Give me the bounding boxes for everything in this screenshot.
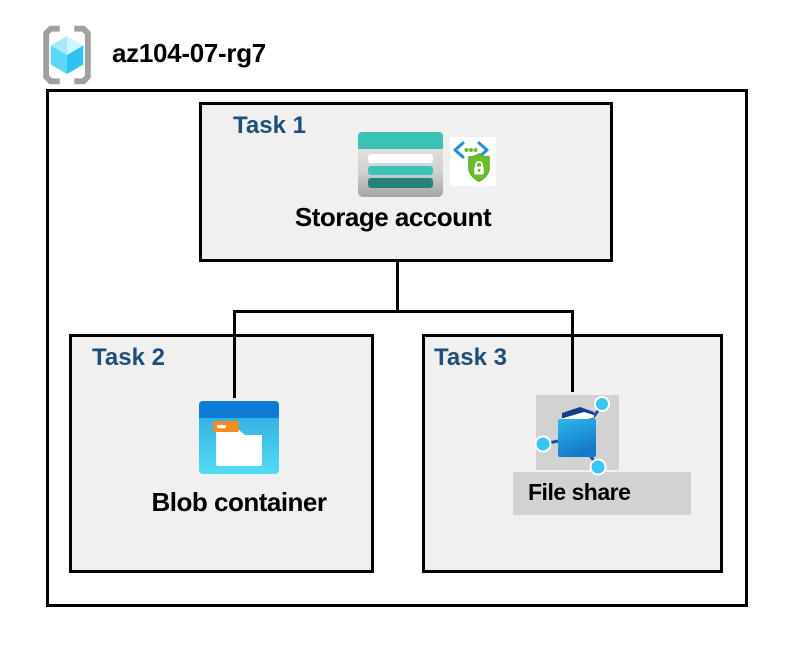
file-share-icon [534,395,619,476]
task3-label: Task 3 [434,344,507,371]
connector-storage-stem [396,262,399,312]
connector-to-file-share [571,310,574,392]
blob-container-label: Blob container [151,487,327,517]
connector-branch-horizontal [233,310,574,313]
task1-label: Task 1 [233,112,306,139]
blob-container-icon [199,401,279,474]
resource-group-title: az104-07-rg7 [112,38,266,68]
task1-box: Task 1 [199,102,613,262]
sas-lock-icon [450,137,496,186]
storage-account-label: Storage account [294,202,492,232]
file-share-label-background: File share [513,472,691,515]
file-share-label: File share [528,479,631,505]
storage-account-icon [358,132,443,197]
task2-label: Task 2 [92,344,165,371]
connector-to-blob-container [233,310,236,398]
task2-box: Task 2 Blob container [69,334,374,573]
task3-box: Task 3 File share [422,334,723,573]
resource-group-icon [43,25,91,85]
